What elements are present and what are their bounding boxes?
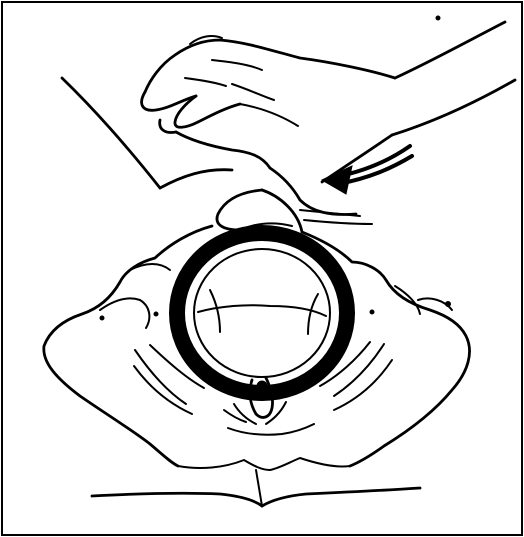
lower-body-outline	[92, 470, 420, 506]
speckle-marks	[100, 16, 451, 320]
hand-drawing	[62, 22, 515, 214]
pelvic-inlet-ring	[177, 233, 347, 393]
upper-bone-outline	[217, 190, 372, 232]
